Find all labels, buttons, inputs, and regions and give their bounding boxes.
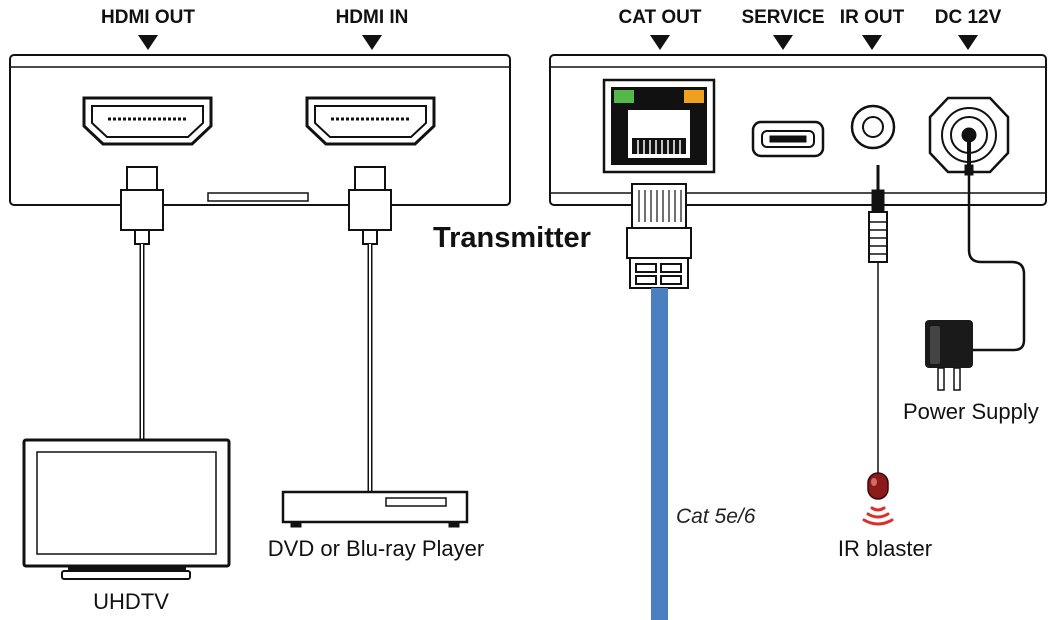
led-amber [684, 90, 704, 103]
label-cat-out: CAT OUT [618, 7, 701, 28]
hdmi-cable-in [348, 166, 392, 492]
label-service: SERVICE [741, 7, 824, 28]
label-hdmi-out: HDMI OUT [101, 7, 195, 28]
audio-jack-icon [850, 104, 896, 150]
arrow-down-icon [138, 35, 158, 50]
hdmi-cable-out [120, 166, 164, 440]
ir-blaster-icon [862, 472, 894, 526]
device-label-tv: UHDTV [93, 589, 169, 614]
arrow-down-icon [958, 35, 978, 50]
hdmi-port-icon [82, 96, 213, 146]
arrow-down-icon [362, 35, 382, 50]
transmitter-hdmi-panel [9, 54, 511, 206]
ir-cable [868, 165, 888, 473]
cable-label: Cat 5e/6 [676, 505, 756, 528]
tv-icon [22, 438, 231, 580]
hdmi-port-icon [305, 96, 436, 146]
disc-player-icon [281, 490, 469, 528]
device-label-ir: IR blaster [838, 536, 932, 561]
power-adapter-icon [925, 320, 973, 391]
rj45-plug [626, 183, 692, 289]
dc-cable [964, 142, 1026, 352]
micro-usb-port-icon [751, 120, 825, 158]
rj45-port-icon [602, 78, 716, 174]
label-hdmi-in: HDMI IN [336, 7, 409, 28]
device-label-power: Power Supply [903, 399, 1039, 424]
label-dc-12v: DC 12V [935, 7, 1002, 28]
led-green [614, 90, 634, 103]
cat-cable [651, 288, 668, 620]
arrow-down-icon [862, 35, 882, 50]
device-title: Transmitter [433, 222, 591, 254]
arrow-down-icon [773, 35, 793, 50]
device-label-player: DVD or Blu-ray Player [268, 536, 484, 561]
arrow-down-icon [650, 35, 670, 50]
label-ir-out: IR OUT [840, 7, 905, 28]
